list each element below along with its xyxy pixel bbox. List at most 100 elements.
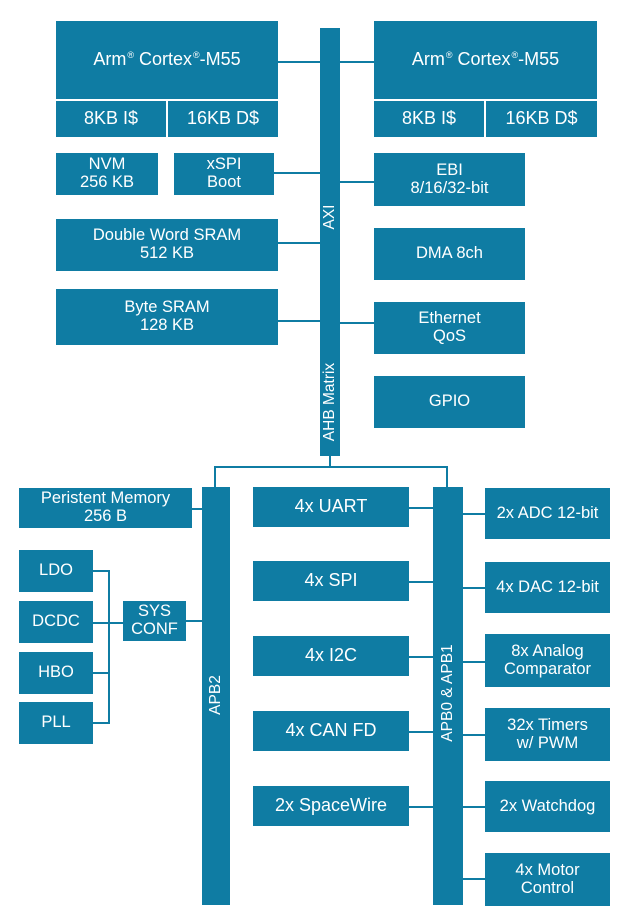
ethernet-subtitle: QoS [432, 327, 467, 345]
sysconf-line1: SYS [137, 602, 172, 621]
connector-spi [409, 581, 434, 583]
i2c-label: 4x I2C [304, 645, 358, 666]
can-label: 4x CAN FD [285, 720, 377, 741]
connector-ethernet [340, 322, 374, 324]
cpu-left-model: -M55 [199, 49, 241, 70]
connector-spacewire [409, 806, 434, 808]
spi-label: 4x SPI [304, 570, 358, 591]
connector-dac [463, 587, 485, 589]
connector-can [409, 731, 434, 733]
cpu-right-core: Arm® Cortex®-M55 [374, 21, 597, 99]
axi-label: AXI [321, 204, 338, 230]
watchdog-label: 2x Watchdog [499, 796, 596, 815]
adc-block: 2x ADC 12-bit [485, 488, 610, 539]
uart-label: 4x UART [294, 496, 368, 517]
spacewire-block: 2x SpaceWire [253, 786, 409, 826]
comparator-line2: Comparator [503, 659, 592, 678]
dma-label: DMA 8ch [416, 244, 483, 263]
dw-sram-size: 512 KB [139, 244, 195, 262]
connector-dcdc [93, 622, 123, 624]
cpu-right-icache: 8KB I$ [374, 101, 484, 137]
motor-line1: 4x Motor [515, 860, 580, 879]
connector-apb2-down [214, 466, 216, 488]
timers-line1: 32x Timers [507, 715, 588, 734]
sysconf-block: SYS CONF [123, 601, 186, 641]
connector-cpu-right [340, 61, 376, 63]
apb2-bus-bar [202, 487, 230, 905]
can-fd-block: 4x CAN FD [253, 711, 409, 751]
gpio-block: GPIO [374, 376, 525, 428]
cpu-left-reg-1: ® [127, 50, 134, 61]
connector-adc [463, 513, 485, 515]
hbo-label: HBO [38, 663, 74, 682]
comparator-block: 8x Analog Comparator [485, 634, 610, 687]
connector-dw-sram [278, 242, 320, 244]
byte-sram-size: 128 KB [139, 316, 195, 334]
cpu-right-reg-2: ® [511, 50, 519, 61]
xspi-subtitle: Boot [207, 173, 241, 191]
cpu-right-brand: Arm [411, 49, 445, 70]
apb2-label: APB2 [207, 675, 224, 715]
cpu-left-icache-label: 8KB I$ [83, 108, 139, 129]
motor-line2: Control [520, 878, 575, 897]
cpu-right-dcache: 16KB D$ [486, 101, 597, 137]
cpu-left-core: Arm® Cortex®-M55 [56, 21, 278, 99]
cpu-right-dcache-label: 16KB D$ [505, 108, 578, 129]
pll-block: PLL [19, 702, 93, 744]
xspi-title: xSPI [206, 155, 242, 174]
nvm-block: NVM 256 KB [56, 153, 158, 195]
connector-cpu-left [278, 61, 320, 63]
byte-sram-title: Byte SRAM [124, 298, 210, 317]
double-word-sram-block: Double Word SRAM 512 KB [56, 219, 278, 271]
dcdc-block: DCDC [19, 601, 93, 643]
connector-ahb-down [329, 455, 331, 467]
dw-sram-title: Double Word SRAM [92, 226, 242, 245]
apb01-bus-bar [433, 487, 463, 905]
cpu-left-brand: Arm [93, 49, 127, 70]
motor-control-block: 4x Motor Control [485, 853, 610, 906]
connector-ldo [93, 570, 110, 572]
ebi-title: EBI [436, 160, 463, 179]
connector-apb01-down [446, 466, 448, 488]
byte-sram-block: Byte SRAM 128 KB [56, 289, 278, 345]
connector-hbo [93, 672, 110, 674]
axi-ahb-bus-bar [320, 28, 340, 456]
ldo-label: LDO [39, 561, 73, 580]
cpu-right-reg-1: ® [445, 50, 453, 61]
ebi-block: EBI 8/16/32-bit [374, 153, 525, 206]
cpu-right-model: -M55 [518, 49, 560, 70]
nvm-size: 256 KB [79, 173, 135, 191]
cpu-left-icache: 8KB I$ [56, 101, 166, 137]
pll-label: PLL [41, 713, 71, 732]
gpio-label: GPIO [428, 392, 471, 411]
cpu-left-dcache-label: 16KB D$ [186, 108, 260, 129]
ethernet-block: Ethernet QoS [374, 302, 525, 354]
connector-i2c [409, 656, 434, 658]
connector-power-spine [108, 570, 110, 723]
uart-block: 4x UART [253, 487, 409, 527]
timers-block: 32x Timers w/ PWM [485, 708, 610, 761]
connector-comparator [463, 661, 485, 663]
dac-label: 4x DAC 12-bit [496, 577, 599, 596]
dac-block: 4x DAC 12-bit [485, 562, 610, 613]
spacewire-label: 2x SpaceWire [274, 795, 388, 816]
cpu-left-core-name: Cortex [138, 49, 192, 70]
connector-timers [463, 734, 485, 736]
spi-block: 4x SPI [253, 561, 409, 601]
comparator-line1: 8x Analog [511, 641, 584, 660]
timers-line2: w/ PWM [516, 733, 579, 752]
hbo-block: HBO [19, 652, 93, 694]
connector-sysconf [186, 620, 202, 622]
cpu-right-icache-label: 8KB I$ [401, 108, 457, 129]
persistent-title: Peristent Memory [40, 489, 171, 508]
connector-motor [463, 878, 485, 880]
connector-byte-sram [278, 320, 320, 322]
apb01-label: APB0 & APB1 [439, 644, 456, 742]
connector-apb-horizontal [214, 466, 448, 468]
cpu-right-core-name: Cortex [457, 49, 511, 70]
cpu-left-reg-2: ® [193, 50, 200, 61]
sysconf-line2: CONF [131, 620, 178, 638]
connector-persistent [192, 508, 202, 510]
connector-xspi [274, 172, 320, 174]
i2c-block: 4x I2C [253, 636, 409, 676]
